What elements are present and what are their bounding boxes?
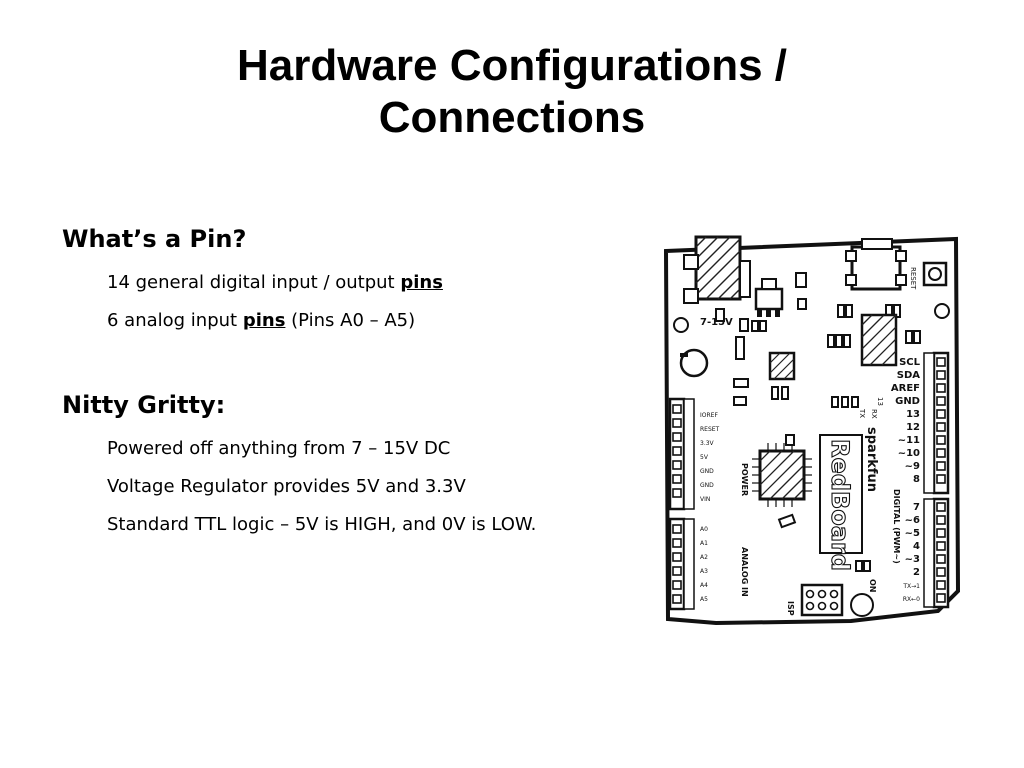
power-pin-label: RESET <box>700 426 720 433</box>
pin13-led-label: 13 <box>876 397 884 406</box>
reset-button-icon <box>922 261 948 287</box>
capacitor-icon <box>679 348 709 378</box>
digital-pin-label: SDA <box>897 370 921 381</box>
analog-pin-label: A0 <box>700 526 708 533</box>
digital-pin-label: ~5 <box>905 528 920 539</box>
slide-title-line-1: Hardware Configurations / <box>236 41 788 90</box>
isp-label: ISP <box>786 601 795 616</box>
power-pin-labels: IOREF RESET 3.3V 5V GND GND VIN <box>700 412 720 503</box>
bullet-analog-pins-suffix: (Pins A0 – A5) <box>285 310 416 331</box>
digital-pin-label: 7 <box>913 502 920 513</box>
section-heading-pins: What’s a Pin? <box>62 225 247 253</box>
bullet-ttl-logic: Standard TTL logic – 5V is HIGH, and 0V … <box>107 514 537 535</box>
digital-pin-label: ~6 <box>905 515 920 526</box>
power-header-label: POWER <box>740 463 749 496</box>
slide-title-line-2: Connections <box>378 93 646 142</box>
digital-header-label: DIGITAL (PWM~) <box>892 489 901 564</box>
rx-label: RX <box>870 409 878 419</box>
usb-chip-icon <box>860 313 898 367</box>
slide-title: Hardware Configurations / Connections <box>0 40 1024 144</box>
digital-pin-label: ~10 <box>898 448 920 459</box>
voltage-regulator-icon <box>754 278 784 317</box>
tx-label: TX <box>858 408 866 418</box>
bullet-analog-pins: 6 analog input pins (Pins A0 – A5) <box>107 302 622 340</box>
digital-pin-label: GND <box>895 396 920 407</box>
power-jack-label: 7-15V <box>700 317 733 328</box>
digital-pin-label: 12 <box>906 422 920 433</box>
bullet-digital-pins: 14 general digital input / output pins <box>107 264 622 302</box>
redboard-illustration: 7-15V <box>656 213 986 640</box>
bullet-digital-pins-text: 14 general digital input / output <box>107 272 401 293</box>
on-label: ON <box>868 579 877 593</box>
power-pin-label: 3.3V <box>700 440 715 447</box>
top-right-pin-labels: SCL SDA AREF GND 13 12 ~11 ~10 ~9 8 <box>891 357 921 485</box>
analog-pin-label: A3 <box>700 568 708 575</box>
usb-connector <box>845 238 907 291</box>
section-spacer <box>62 340 622 388</box>
digital-header-top <box>923 351 950 495</box>
bullet-voltage-regulator: Voltage Regulator provides 5V and 3.3V <box>107 476 466 497</box>
digital-pin-label: ~3 <box>905 554 920 565</box>
bullet-power-input: Powered off anything from 7 – 15V DC <box>107 438 451 459</box>
power-header <box>668 397 695 511</box>
digital-pin-label: 13 <box>906 409 920 420</box>
digital-pin-label: TX→1 <box>902 583 920 590</box>
isp-header-icon <box>800 583 844 617</box>
bullet-analog-pins-bold: pins <box>242 310 286 331</box>
microcontroller-icon <box>752 443 812 507</box>
power-pin-label: GND <box>700 468 714 475</box>
analog-pin-label: A4 <box>700 582 708 589</box>
board-model-label: RedBoard <box>826 439 854 571</box>
digital-pin-label: ~11 <box>898 435 920 446</box>
slide-body: What’s a Pin? 14 general digital input /… <box>62 222 622 544</box>
digital-pin-label: ~9 <box>905 461 920 472</box>
section-heading-nitty-gritty: Nitty Gritty: <box>62 391 226 419</box>
analog-pin-label: A1 <box>700 540 708 547</box>
redboard-drawing: 7-15V <box>663 235 961 626</box>
digital-header-bottom <box>923 497 950 609</box>
power-jack <box>683 235 751 304</box>
analog-pin-label: A5 <box>700 596 708 603</box>
analog-pin-labels: A0 A1 A2 A3 A4 A5 <box>700 526 708 603</box>
brand-label: sparkfun <box>864 427 879 492</box>
power-pin-label: GND <box>700 482 714 489</box>
bullet-analog-pins-text: 6 analog input <box>107 310 243 331</box>
analog-header <box>668 517 695 611</box>
analog-pin-label: A2 <box>700 554 708 561</box>
digital-pin-label: 4 <box>913 541 920 552</box>
power-pin-label: VIN <box>700 496 710 503</box>
digital-pin-label: AREF <box>891 383 920 394</box>
digital-pin-label: SCL <box>899 357 921 368</box>
power-pin-label: IOREF <box>700 412 718 419</box>
power-pin-label: 5V <box>700 454 709 461</box>
digital-pin-label: RX←0 <box>903 596 920 603</box>
analog-header-label: ANALOG IN <box>740 547 749 597</box>
bullet-digital-pins-bold: pins <box>400 272 443 293</box>
digital-pin-label: 8 <box>913 474 920 485</box>
digital-pin-label: 2 <box>913 567 920 578</box>
small-ic-icon <box>768 351 796 381</box>
bottom-right-pin-labels: 7 ~6 ~5 4 ~3 2 TX→1 RX←0 <box>902 502 920 603</box>
redboard-label: RedBoard <box>819 434 863 571</box>
reset-label: RESET <box>909 267 917 290</box>
